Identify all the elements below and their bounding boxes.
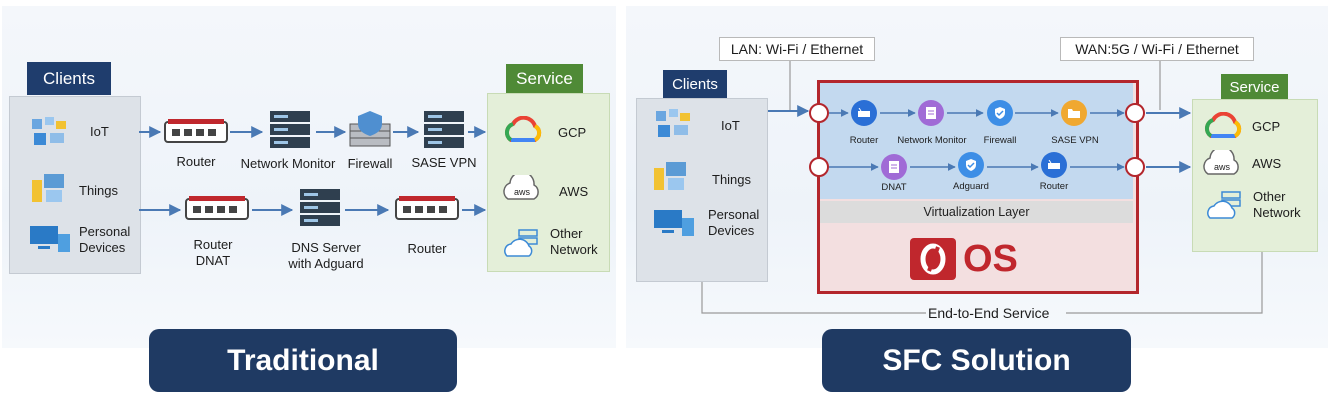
lan-label: LAN: Wi-Fi / Ethernet [719,37,875,61]
os-logo-mark [910,238,956,280]
sfc-title: SFC Solution [822,329,1131,392]
sfc-sase-vpn-label: SASE VPN [1051,135,1099,146]
aws-icon: aws [503,175,539,200]
sfc-service-other: Other Network [1253,189,1301,220]
sfc-sase-vpn-icon [1061,100,1087,126]
os-logo-text: OS [963,238,1018,280]
dns-server-icon [300,189,340,226]
virtualization-layer: Virtualization Layer [820,201,1133,223]
traditional-service-aws: AWS [559,184,589,199]
sfc-client-things: Things [712,172,752,187]
router-icon [164,119,228,143]
gcp-icon [505,116,542,142]
traditional-router-dnat-label: Router DNAT [193,237,233,268]
sfc-adguard-label: Adguard [953,181,989,192]
svg-text:aws: aws [514,187,531,197]
server-icon [270,111,310,148]
traditional-firewall-label: Firewall [347,156,393,171]
sfc-firewall-label: Firewall [983,135,1017,146]
svg-text:aws: aws [1214,162,1231,172]
sfc-router-2-label: Router [1039,181,1069,192]
wan-label: WAN:5G / Wi-Fi / Ethernet [1060,37,1254,61]
traditional-client-things: Things [79,183,119,198]
traditional-client-personal: Personal Devices [79,224,131,255]
firewall-icon [349,111,391,147]
sase-vpn-icon [424,111,464,148]
traditional-service-box [487,93,610,272]
traditional-sase-vpn-label: SASE VPN [411,155,477,170]
traditional-network-monitor-label: Network Monitor [240,156,336,171]
sfc-dnat-label: DNAT [881,182,907,193]
sfc-things-icon [654,162,686,190]
sfc-clients-header: Clients [663,70,727,98]
traditional-dns-server-label: DNS Server with Adguard [288,240,364,271]
sfc-client-iot: IoT [721,118,740,133]
sfc-adguard-icon [958,152,984,178]
personal-devices-icon [30,226,70,252]
traditional-clients-header: Clients [27,62,111,95]
traditional-title: Traditional [149,329,457,392]
traditional-router-2-label: Router [407,241,447,256]
things-icon [32,174,64,202]
traditional-clients-box [9,96,141,274]
router-icon-2 [395,196,459,220]
other-network-icon [504,229,538,257]
sfc-other-network-icon [1207,191,1241,219]
iot-icon [32,117,66,145]
sfc-service-box [1192,99,1318,252]
sfc-personal-devices-icon [654,210,694,236]
sfc-service-aws: AWS [1252,156,1282,171]
sfc-router-icon [851,100,877,126]
end-to-end-label: End-to-End Service [928,305,1050,321]
router-dnat-icon [185,196,249,220]
traditional-service-header: Service [506,64,583,94]
sfc-service-gcp: GCP [1252,119,1281,134]
sfc-network-monitor-icon [918,100,944,126]
traditional-client-iot: IoT [90,124,109,139]
sfc-service-header: Service [1221,74,1288,100]
sfc-router-label: Router [849,135,879,146]
traditional-service-gcp: GCP [558,125,587,140]
traditional-router-label: Router [176,154,216,169]
os-logo-icon [920,243,946,275]
sfc-gcp-icon [1205,112,1242,138]
sfc-iot-icon [656,109,690,137]
sfc-router-2-icon [1041,152,1067,178]
sfc-client-personal: Personal Devices [708,207,760,238]
sfc-network-monitor-label: Network Monitor [897,135,967,146]
traditional-service-other: Other Network [550,226,598,257]
sfc-dnat-icon [881,154,907,180]
sfc-aws-icon: aws [1203,150,1239,175]
sfc-firewall-icon [987,100,1013,126]
